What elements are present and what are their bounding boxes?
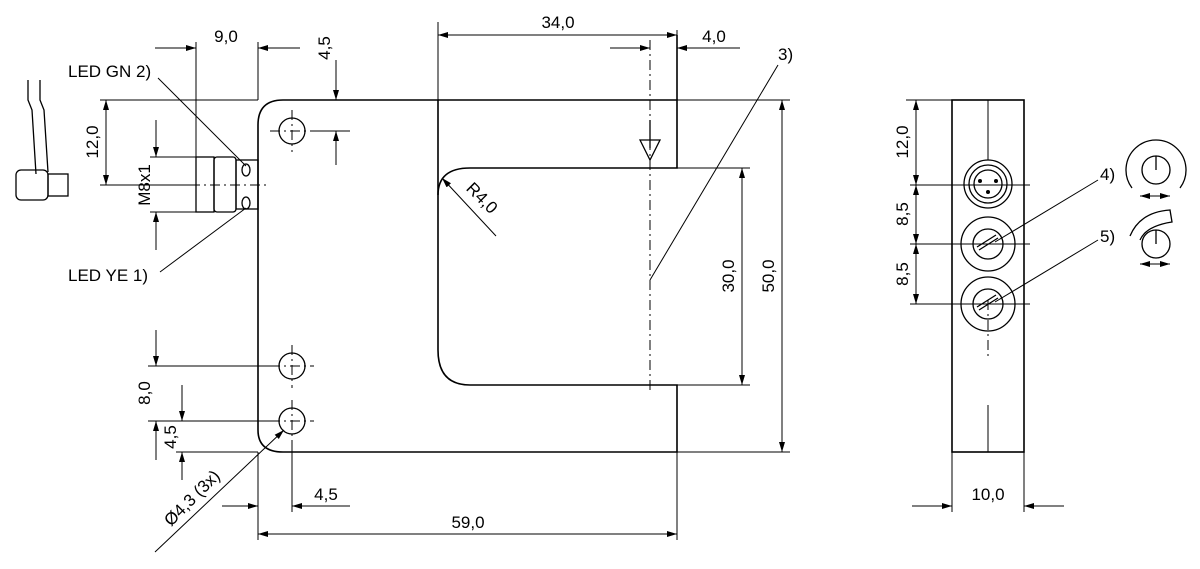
connector-socket <box>963 159 1013 209</box>
dim-8-0: 8,0 <box>135 330 280 460</box>
led-ye-label: LED YE 1) <box>68 207 247 285</box>
svg-text:M8x1: M8x1 <box>135 164 154 206</box>
dim-8-5-b: 8,5 <box>893 244 919 304</box>
rotate-dial-icon <box>1129 209 1173 267</box>
svg-text:4,5: 4,5 <box>161 425 180 449</box>
ref-4-leader: 4) <box>994 165 1115 243</box>
svg-text:8,0: 8,0 <box>135 381 154 405</box>
dim-50-0: 50,0 <box>677 99 790 453</box>
dim-12-0-side: 12,0 <box>893 99 952 185</box>
svg-text:34,0: 34,0 <box>541 13 574 32</box>
led-gn-indicator <box>241 163 251 177</box>
dim-10-0: 10,0 <box>912 452 1064 512</box>
svg-text:12,0: 12,0 <box>893 125 912 158</box>
sensor-side-view <box>910 99 1030 453</box>
ref-3-leader: 3) <box>649 45 793 281</box>
svg-text:LED YE 1): LED YE 1) <box>68 266 148 285</box>
rotate-switch-icon <box>1125 139 1187 199</box>
ref-5-leader: 5) <box>994 227 1115 303</box>
svg-text:4): 4) <box>1100 165 1115 184</box>
svg-text:4,5: 4,5 <box>314 485 338 504</box>
led-gn-label: LED GN 2) <box>68 62 247 167</box>
dim-59-0: 59,0 <box>258 452 678 540</box>
svg-text:10,0: 10,0 <box>971 485 1004 504</box>
dim-8-5-a: 8,5 <box>893 185 919 244</box>
svg-text:5): 5) <box>1100 227 1115 246</box>
svg-text:8,5: 8,5 <box>893 262 912 286</box>
svg-text:Ø4,3 (3x): Ø4,3 (3x) <box>160 466 224 530</box>
svg-text:30,0: 30,0 <box>719 259 738 292</box>
dim-4-0: 4,0 <box>610 27 740 51</box>
dim-4-5-left: 4,5 <box>161 385 258 480</box>
dim-m8x1: M8x1 <box>135 120 196 250</box>
dim-4-5-bottom: 4,5 <box>222 440 350 540</box>
svg-text:LED GN 2): LED GN 2) <box>68 62 151 81</box>
dim-12-0-left: 12,0 <box>83 99 258 186</box>
svg-text:50,0: 50,0 <box>759 259 778 292</box>
svg-text:12,0: 12,0 <box>83 125 102 158</box>
dim-34-0: 34,0 <box>438 13 677 38</box>
svg-text:9,0: 9,0 <box>214 27 238 46</box>
svg-text:4,0: 4,0 <box>702 27 726 46</box>
svg-text:4,5: 4,5 <box>315 36 334 60</box>
svg-text:3): 3) <box>778 45 793 64</box>
sensor-body-front-view <box>150 22 678 460</box>
dim-4-5-top: 4,5 <box>283 36 350 165</box>
dim-9-0: 9,0 <box>155 27 300 157</box>
dim-30-0: 30,0 <box>677 167 750 386</box>
svg-text:59,0: 59,0 <box>451 513 484 532</box>
cable-connector-icon <box>15 80 69 201</box>
dim-r4-0: R4,0 <box>441 177 501 237</box>
svg-text:8,5: 8,5 <box>893 202 912 226</box>
led-ye-indicator <box>241 196 251 210</box>
svg-text:R4,0: R4,0 <box>462 179 501 218</box>
